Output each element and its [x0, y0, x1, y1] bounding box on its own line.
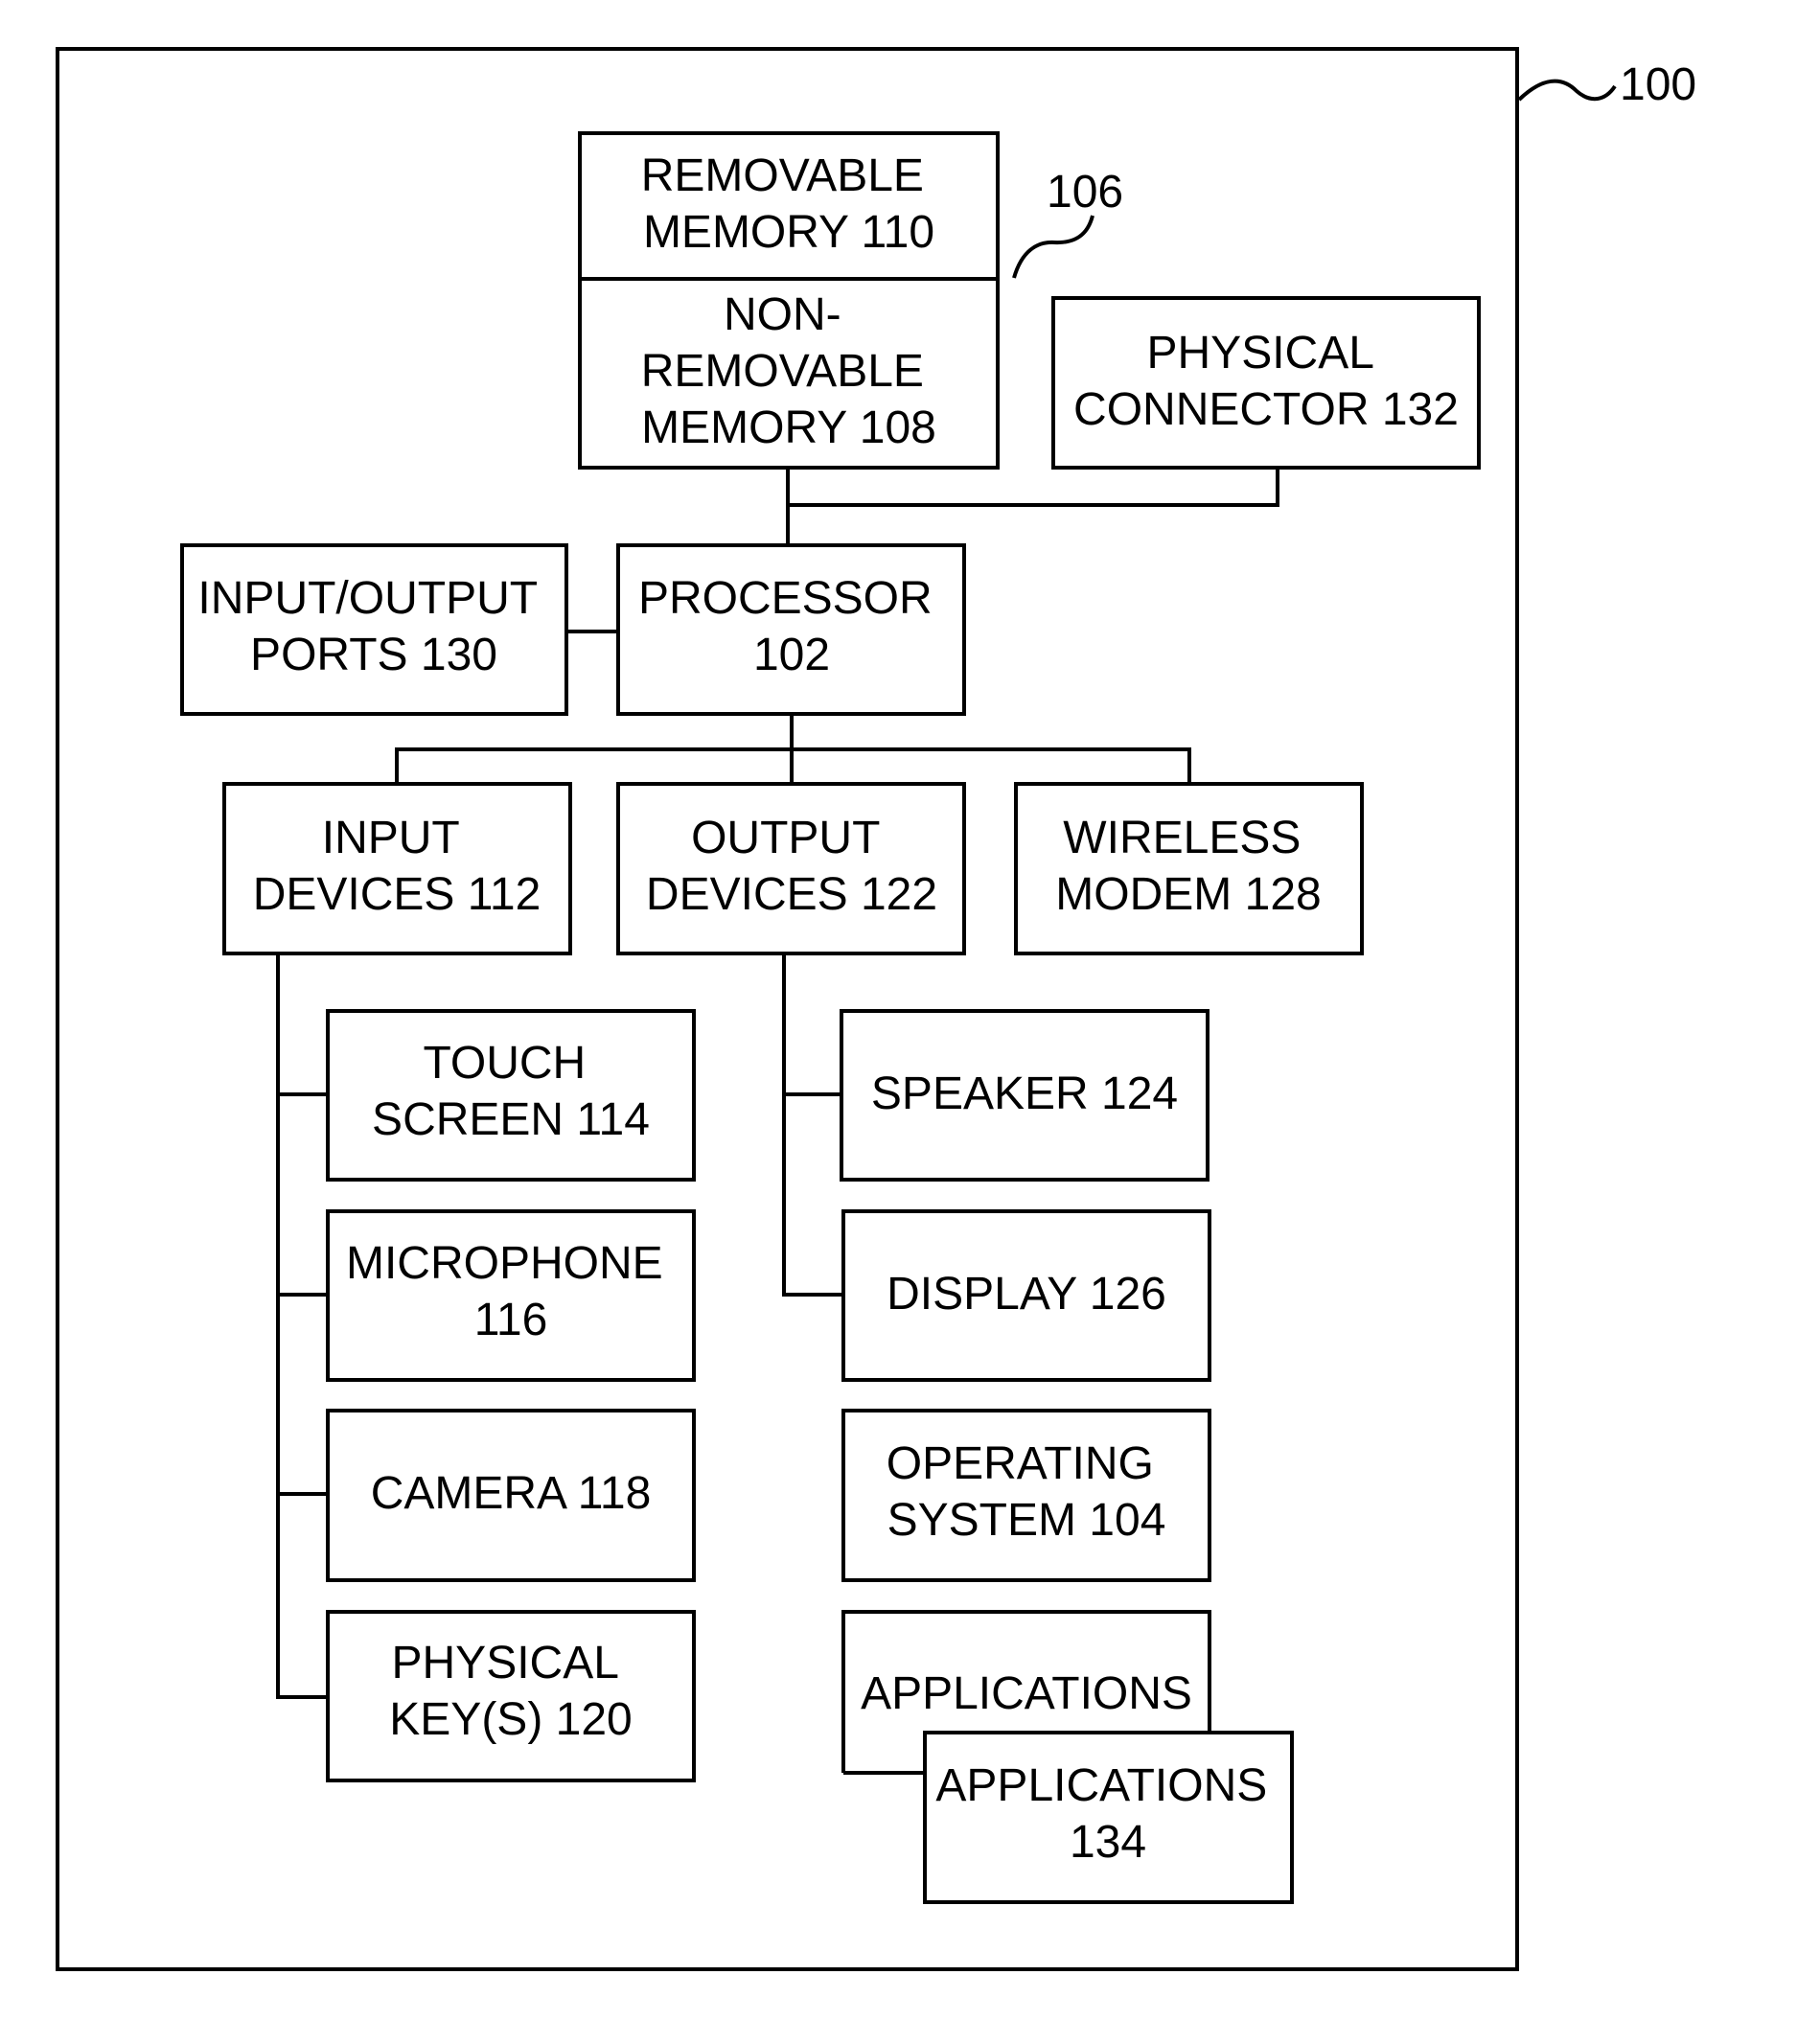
memory-ref-leader	[1014, 216, 1093, 278]
device-ref-label: 100	[1620, 59, 1696, 110]
input-devices-trunk	[278, 953, 328, 1697]
connector-bus-line	[788, 468, 1278, 505]
memory-ref-label: 106	[1047, 167, 1123, 218]
memory-block: REMOVABLE MEMORY 110 NON- REMOVABLE MEMO…	[580, 133, 998, 468]
camera-label: CAMERA 118	[371, 1468, 652, 1519]
speaker-label: SPEAKER 124	[871, 1068, 1178, 1119]
applications-label: APPLICATIONS	[861, 1668, 1192, 1719]
device-ref-leader	[1519, 81, 1615, 100]
physical-connector-box	[1053, 298, 1479, 468]
display-label: DISPLAY 126	[887, 1269, 1166, 1320]
output-devices-trunk	[784, 953, 843, 1295]
